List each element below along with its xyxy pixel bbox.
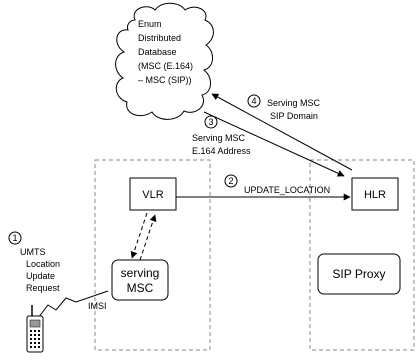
arrow-database-to-hlr [203, 111, 345, 177]
step-3-number: 3 [208, 117, 213, 127]
dashed-arrow-vlr-to-msc [130, 212, 148, 259]
serving-msc-box [111, 259, 169, 301]
radio-link [37, 290, 109, 319]
database-line-5: – MSC (SIP)) [138, 75, 192, 85]
serving-msc-line-2: MSC [127, 281, 154, 295]
step-2-number: 2 [228, 176, 233, 186]
serving-msc-line-1: serving [121, 266, 160, 280]
step-1-marker [8, 231, 22, 245]
step-2-marker [224, 174, 238, 188]
dashed-arrow-msc-to-vlr [139, 214, 157, 261]
step-1-line-2: Location [26, 259, 60, 269]
step-1-line-1: UMTS [20, 247, 46, 257]
step-1-line-3: Update [26, 271, 55, 281]
step-4-line-2: SIP Domain [270, 111, 318, 121]
vlr-box [129, 177, 177, 211]
step-4-line-1: Serving MSC [267, 98, 321, 108]
database-line-1: Enum [138, 19, 162, 29]
arrow-hlr-to-database [211, 93, 353, 171]
enum-database-cloud [115, 2, 214, 120]
step-3-line-1: Serving MSC [192, 133, 246, 143]
hlr-label: HLR [364, 189, 386, 201]
sip-proxy-box [317, 253, 401, 295]
home-network-region [309, 159, 415, 351]
imsi-label: IMSI [88, 301, 107, 311]
step-4-marker [247, 94, 261, 108]
database-line-3: Database [138, 47, 177, 57]
step-3-marker [204, 115, 218, 129]
step-1-line-4: Request [26, 283, 60, 293]
database-line-4: (MSC (E.164) [138, 61, 193, 71]
visited-network-region [94, 159, 211, 351]
step-4-number: 4 [251, 96, 256, 106]
sip-proxy-label: SIP Proxy [332, 267, 385, 281]
hlr-box [351, 177, 399, 211]
step-2-label: UPDATE_LOCATION [244, 185, 330, 195]
database-line-2: Distributed [138, 33, 181, 43]
vlr-label: VLR [142, 189, 163, 201]
step-3-line-2: E.164 Address [192, 146, 251, 156]
mobile-phone-icon [26, 305, 44, 353]
step-1-number: 1 [12, 233, 17, 243]
